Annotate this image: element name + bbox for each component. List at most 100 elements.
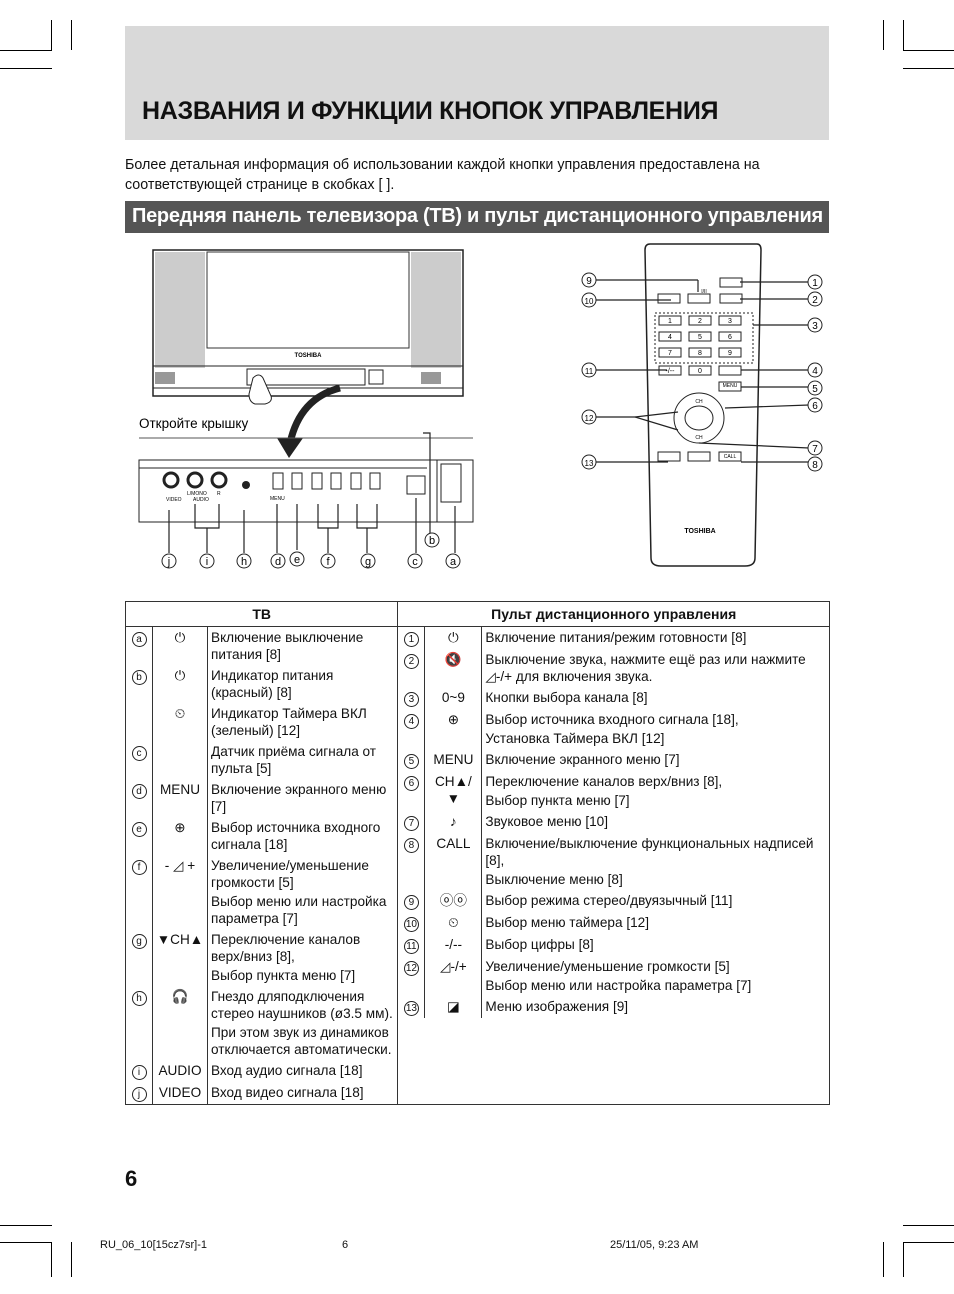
tv-brand: TOSHIBA bbox=[295, 353, 323, 359]
function-description: Включение выключение питания [8] bbox=[208, 627, 398, 665]
control-symbol: -/-- bbox=[424, 934, 483, 956]
tv-callout: b bbox=[429, 535, 435, 547]
row-marker: 6 bbox=[398, 771, 425, 811]
description-text: Выбор меню таймера [12] bbox=[485, 915, 650, 930]
description-text-extra: Выбор пункта меню [7] bbox=[485, 793, 630, 808]
function-description: Выбор режима стерео/двуязычный [11] bbox=[482, 890, 829, 912]
remote-callout: 4 bbox=[812, 366, 818, 377]
panel-label-r: R bbox=[217, 491, 221, 497]
description-text-extra: Выбор пункта меню [7] bbox=[211, 968, 356, 983]
control-symbol: ⊕ bbox=[424, 709, 483, 749]
crop-mark bbox=[51, 20, 52, 50]
remote-key: I/II bbox=[701, 289, 707, 295]
tv-row: b⏻Индикатор питания (красный) [8] bbox=[126, 665, 397, 703]
row-marker: 8 bbox=[398, 833, 425, 890]
tv-functions-cell: a⏻Включение выключение питания [8]b⏻Инди… bbox=[126, 627, 398, 1105]
remote-key: MENU bbox=[723, 383, 738, 389]
row-marker bbox=[126, 703, 153, 741]
control-symbol: ⏻ bbox=[152, 665, 208, 703]
crop-mark bbox=[883, 1242, 884, 1277]
control-symbol: ⏻ bbox=[152, 627, 208, 665]
remote-callout: 10 bbox=[585, 297, 594, 306]
description-text: Переключение каналов верх/вниз [8], bbox=[211, 932, 361, 964]
crop-mark bbox=[903, 1225, 954, 1226]
row-marker: 9 bbox=[398, 890, 425, 912]
control-symbol: ⊕ bbox=[152, 817, 208, 855]
description-text: Кнопки выбора канала [8] bbox=[485, 690, 648, 705]
row-marker: 4 bbox=[398, 709, 425, 749]
function-description: Увеличение/уменьшение громкости [5]Выбор… bbox=[482, 956, 829, 996]
description-text: Выключение звука, нажмите ещё раз или на… bbox=[485, 652, 806, 684]
row-marker: h bbox=[126, 986, 153, 1060]
control-symbol: AUDIO bbox=[152, 1060, 208, 1082]
remote-callout: 2 bbox=[812, 295, 818, 306]
description-text: Гнездо дляподключения стерео наушников (… bbox=[211, 989, 393, 1021]
description-text: Выбор режима стерео/двуязычный [11] bbox=[485, 893, 733, 908]
marker-circle: d bbox=[131, 784, 147, 799]
panel-label-menu: MENU bbox=[270, 496, 285, 502]
marker-circle: f bbox=[131, 860, 147, 875]
function-description: Выбор источника входного сигнала [18] bbox=[208, 817, 398, 855]
control-symbol: 0~9 bbox=[424, 687, 483, 709]
row-marker: 13 bbox=[398, 996, 425, 1018]
remote-control-illustration: 1 2 3 4 5 6 7 8 9 -/-- 0 MENU CH CH CALL… bbox=[581, 243, 823, 567]
row-marker: e bbox=[126, 817, 153, 855]
control-symbol: CH▲/▼ bbox=[424, 771, 483, 811]
marker-circle: 13 bbox=[403, 1001, 419, 1016]
open-lid-caption: Откройте крышку bbox=[139, 416, 248, 431]
page-number: 6 bbox=[125, 1166, 138, 1191]
row-marker: g bbox=[126, 929, 153, 986]
marker-circle: b bbox=[131, 670, 147, 685]
row-marker: b bbox=[126, 665, 153, 703]
description-text: Звуковое меню [10] bbox=[485, 814, 609, 829]
tv-row: g ▼CH▲Переключение каналов верх/вниз [8],… bbox=[126, 929, 397, 986]
marker-circle: 11 bbox=[403, 939, 419, 954]
remote-callout: 7 bbox=[812, 444, 818, 455]
row-marker: c bbox=[126, 741, 153, 779]
description-text-extra: При этом звук из динамиков отключается а… bbox=[211, 1025, 392, 1057]
remote-key: CALL bbox=[724, 454, 737, 460]
description-text-extra: Выключение меню [8] bbox=[485, 872, 623, 887]
row-marker: 7 bbox=[398, 811, 425, 833]
description-text: Выбор источника входного сигнала [18] bbox=[211, 820, 381, 852]
tv-callout: a bbox=[450, 556, 457, 568]
remote-column-header: Пульт дистанционного управления bbox=[397, 601, 830, 627]
tv-callout: f bbox=[326, 556, 330, 568]
control-symbol: - ◿ + bbox=[152, 855, 208, 929]
intro-paragraph: Более детальная информация об использова… bbox=[125, 157, 760, 193]
remote-key: 5 bbox=[698, 334, 702, 341]
control-symbol: ▼CH▲ bbox=[152, 929, 208, 986]
marker-circle: g bbox=[131, 934, 147, 949]
control-symbol: ⓞⓞ bbox=[424, 890, 483, 912]
remote-row: 7♪Звуковое меню [10] bbox=[398, 811, 829, 833]
remote-functions-cell: 1⏻Включение питания/режим готовности [8]… bbox=[397, 626, 830, 1105]
section-bar bbox=[125, 201, 829, 233]
row-marker: 10 bbox=[398, 912, 425, 934]
description-text-extra: Выбор меню или настройка параметра [7] bbox=[211, 894, 387, 926]
header-band bbox=[125, 26, 829, 140]
row-marker: 12 bbox=[398, 956, 425, 996]
crop-mark bbox=[903, 20, 904, 50]
crop-mark bbox=[883, 20, 884, 50]
marker-circle: i bbox=[131, 1065, 147, 1080]
remote-row: 11 -/--Выбор цифры [8] bbox=[398, 934, 829, 956]
remote-row: 1⏻Включение питания/режим готовности [8] bbox=[398, 627, 829, 649]
crop-mark bbox=[0, 1242, 52, 1243]
remote-key: 8 bbox=[698, 350, 702, 357]
crop-mark bbox=[71, 20, 72, 50]
marker-circle: a bbox=[131, 632, 147, 647]
row-marker: 2 bbox=[398, 649, 425, 687]
remote-row: 13◪Меню изображения [9] bbox=[398, 996, 829, 1018]
marker-circle: 2 bbox=[403, 654, 419, 669]
description-text: Переключение каналов верх/вниз [8], bbox=[485, 774, 723, 789]
remote-callout: 9 bbox=[586, 276, 592, 287]
remote-callout: 5 bbox=[812, 384, 818, 395]
panel-label-lmono: L/MONO bbox=[187, 491, 207, 497]
control-symbol: ⏲ bbox=[424, 912, 483, 934]
function-description: Включение питания/режим готовности [8] bbox=[482, 627, 829, 649]
description-text: Выбор цифры [8] bbox=[485, 937, 594, 952]
function-description: Включение/выключение функциональных надп… bbox=[482, 833, 829, 890]
row-marker: a bbox=[126, 627, 153, 665]
tv-callout: e bbox=[294, 554, 300, 566]
